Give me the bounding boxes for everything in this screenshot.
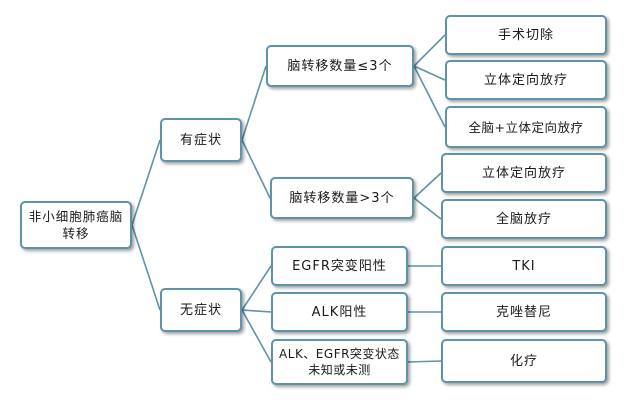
edge-le3-to-srs	[413, 65, 446, 81]
node-alk-positive: ALK阳性	[271, 292, 408, 332]
edge-asymptomatic-to-unknown	[241, 309, 272, 363]
node-egfr-positive-label: EGFR突变阳性	[292, 258, 387, 274]
node-tki-label: TKI	[512, 258, 536, 274]
node-wbrt-srs-label: 全脑+立体定向放疗	[468, 119, 584, 135]
node-mets-gt3: 脑转移数量>3个	[270, 177, 414, 219]
node-wbrt-srs: 全脑+立体定向放疗	[445, 106, 607, 148]
edge-asymptomatic-to-alk	[241, 309, 272, 313]
node-wbrt: 全脑放疗	[441, 199, 607, 239]
edge-gt3-to-srs	[413, 172, 442, 199]
edge-root-to-asymptomatic	[131, 224, 161, 311]
node-root: 非小细胞肺癌脑转移	[20, 201, 132, 249]
node-surgery: 手术切除	[445, 15, 607, 55]
node-mets-gt3-label: 脑转移数量>3个	[289, 190, 395, 206]
edge-le3-to-wbrt-srs	[413, 65, 446, 128]
node-root-label: 非小细胞肺癌脑转移	[28, 209, 124, 241]
edge-le3-to-surgery	[413, 34, 446, 67]
node-symptomatic-label: 有症状	[179, 132, 222, 148]
node-crizotinib: 克唑替尼	[441, 292, 607, 332]
edge-gt3-to-wbrt	[413, 197, 442, 220]
node-chemo: 化疗	[441, 339, 607, 383]
node-chemo-label: 化疗	[509, 353, 538, 369]
node-unknown-status-label: ALK、EGFR突变状态未知或未测	[279, 347, 400, 377]
node-wbrt-label: 全脑放疗	[495, 211, 552, 227]
node-egfr-positive: EGFR突变阳性	[271, 246, 408, 286]
edge-symptomatic-to-mets-le3	[241, 65, 267, 141]
edge-root-to-symptomatic	[131, 139, 161, 226]
node-srs-2-label: 立体定向放疗	[481, 165, 566, 181]
node-tki: TKI	[441, 246, 607, 286]
node-mets-le3: 脑转移数量≤3个	[266, 45, 414, 87]
node-asymptomatic-label: 无症状	[179, 302, 222, 318]
edge-symptomatic-to-mets-gt3	[241, 139, 271, 199]
node-srs-2: 立体定向放疗	[441, 153, 607, 193]
node-srs-1: 立体定向放疗	[445, 60, 607, 100]
edge-unknown-to-chemo	[407, 360, 442, 363]
node-surgery-label: 手术切除	[497, 27, 554, 43]
node-unknown-status: ALK、EGFR突变状态未知或未测	[271, 339, 408, 385]
node-symptomatic: 有症状	[160, 118, 242, 162]
node-asymptomatic: 无症状	[160, 288, 242, 332]
node-srs-1-label: 立体定向放疗	[483, 72, 568, 88]
node-crizotinib-label: 克唑替尼	[495, 304, 552, 320]
node-mets-le3-label: 脑转移数量≤3个	[287, 58, 393, 74]
edge-asymptomatic-to-egfr	[241, 265, 272, 311]
node-alk-positive-label: ALK阳性	[311, 304, 368, 320]
